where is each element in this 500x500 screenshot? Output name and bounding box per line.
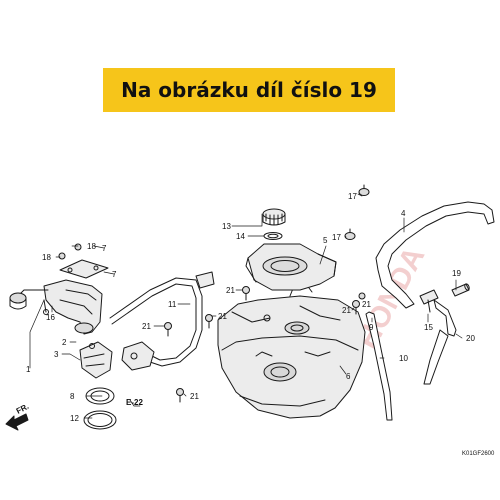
bolt-hose-clip xyxy=(164,322,172,337)
fuel-pump-unit xyxy=(17,279,103,335)
callout-21-bracket: 21 xyxy=(226,286,235,295)
fuel-feed-hose xyxy=(109,271,215,371)
bolt-tank-front xyxy=(205,314,213,329)
pump-set-ring xyxy=(83,410,117,430)
callout-13: 13 xyxy=(222,222,231,231)
overflow-tube xyxy=(423,299,457,385)
filler-bracket xyxy=(245,243,337,291)
bolt-bracket-left xyxy=(242,286,250,301)
callout-6: 6 xyxy=(346,372,351,381)
callout-14: 14 xyxy=(236,232,245,241)
fuel-unit-cap xyxy=(43,299,49,315)
callout-21-drain: 21 xyxy=(362,300,371,309)
callout-8: 8 xyxy=(70,392,75,401)
leader-lines xyxy=(29,193,463,419)
callout-17-lower: 17 xyxy=(332,233,341,242)
three-way-joint xyxy=(419,289,439,313)
callout-4: 4 xyxy=(401,209,406,218)
callout-5: 5 xyxy=(323,236,328,245)
part-number-banner: Na obrázku díl číslo 19 xyxy=(103,68,395,112)
callout-7-lower: 7 xyxy=(112,270,117,279)
callout-9: 9 xyxy=(369,323,374,332)
bolt-tank-rear xyxy=(176,388,184,403)
callout-2: 2 xyxy=(62,338,67,347)
callout-3: 3 xyxy=(54,350,59,359)
callout-20: 20 xyxy=(466,334,475,343)
pump-bracket xyxy=(79,341,113,379)
callout-15: 15 xyxy=(424,323,433,332)
drain-tube xyxy=(365,311,393,421)
breather-hose xyxy=(375,201,495,309)
callout-12: 12 xyxy=(70,414,79,423)
callout-18-upper: 18 xyxy=(87,242,96,251)
pump-bolt-upper xyxy=(74,243,82,251)
front-arrow-icon xyxy=(5,413,29,431)
callout-18-lower: 18 xyxy=(42,253,51,262)
hose-clamp-lower xyxy=(344,228,356,240)
callout-21-tank-right: 21 xyxy=(342,306,351,315)
banner-text: Na obrázku díl číslo 19 xyxy=(121,78,377,102)
callout-10: 10 xyxy=(399,354,408,363)
callout-21-tank-front: 21 xyxy=(218,312,227,321)
callout-11: 11 xyxy=(168,300,177,309)
callout-21-hose-clip: 21 xyxy=(142,322,151,331)
cap-gasket xyxy=(263,232,283,240)
callout-1: 1 xyxy=(26,365,31,374)
diagram-code: K01GF2600 xyxy=(462,451,495,457)
callout-21-tank-rear: 21 xyxy=(190,392,199,401)
bolt-tank-right xyxy=(352,300,360,315)
bolt-drain xyxy=(358,292,366,300)
callout-19: 19 xyxy=(452,269,461,278)
callout-17-upper: 17 xyxy=(348,192,357,201)
callout-7-upper: 7 xyxy=(102,244,107,253)
fuel-filter xyxy=(9,292,27,310)
joint-tube-19 xyxy=(451,283,470,297)
pump-bolt-lower xyxy=(58,252,66,260)
callout-16: 16 xyxy=(46,313,55,322)
fuel-tank xyxy=(217,283,366,419)
reference-e22: E-22 xyxy=(126,398,143,407)
pump-set-plate xyxy=(59,259,109,279)
direction-label: FR. xyxy=(15,402,31,416)
hose-clamp-upper xyxy=(358,184,370,196)
fuel-cap xyxy=(262,208,286,226)
